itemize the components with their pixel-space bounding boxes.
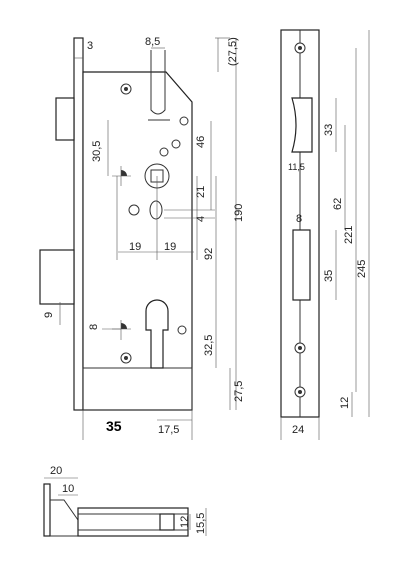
front-faceplate — [73, 37, 84, 411]
bottom-bolt — [159, 513, 175, 531]
side-view: 33 11,5 8 62 35 221 245 12 24 — [280, 29, 370, 440]
dim-top-offset: (27,5) — [227, 37, 239, 66]
dim-inner-width: 10 — [62, 483, 74, 495]
cylinder-center-mark — [121, 323, 127, 329]
bottom-left-screw-center — [124, 356, 128, 360]
bottom-latch-shape — [50, 499, 79, 537]
dim-right-margin: 17,5 — [158, 424, 179, 436]
dim-screw-span: 221 — [343, 226, 355, 244]
dim-bolt-width: 8 — [296, 213, 302, 225]
dead-bolt — [39, 249, 75, 305]
dim-latch-height: 33 — [323, 124, 335, 136]
cylinder-profile — [145, 299, 169, 369]
dim-backset-label: 35 — [106, 418, 122, 434]
dim-spindle-to-bolt: 21 — [195, 186, 207, 198]
top-left-screw-center — [124, 87, 128, 91]
dim-bottom-offset: 27,5 — [233, 381, 245, 402]
bolt-hole-center — [149, 200, 163, 220]
dim-bottom-screw: 12 — [339, 397, 351, 409]
dim-slot-width: 8,5 — [145, 36, 160, 48]
dim-bolt-thickness: 12 — [179, 516, 191, 528]
dim-faceplate-width: 24 — [292, 424, 304, 436]
dim-bottom-side: 9 — [43, 312, 55, 318]
bottom-right-screw — [177, 325, 187, 335]
dim-center-distance: 92 — [203, 248, 215, 260]
dim-latch-to-spindle: 30,5 — [91, 141, 103, 162]
bottom-faceplate — [43, 483, 51, 537]
lock-body-bottom-box — [82, 367, 193, 411]
dim-outer-width: 20 — [50, 465, 62, 477]
dim-cylinder-to-screw: 32,5 — [203, 335, 215, 356]
mid-screw — [171, 139, 181, 149]
dim-case-thickness: 15,5 — [195, 513, 207, 534]
dim-latch-to-bolt: 62 — [332, 198, 344, 210]
dim-bolt-gap: 4 — [195, 216, 207, 222]
bottom-view: 20 10 12 15,5 — [43, 465, 207, 537]
top-slot — [150, 50, 166, 115]
dim-latch-inset: 11,5 — [288, 162, 305, 172]
bolt-hole-left — [128, 204, 140, 216]
spindle-center-mark — [121, 170, 127, 176]
front-view: 3 8,5 (27,5) 30,5 46 21 4 19 19 190 92 9… — [39, 36, 245, 440]
dim-total-height: 190 — [233, 204, 245, 222]
dim-faceplate-length: 245 — [356, 260, 368, 278]
side-bolt — [292, 229, 311, 301]
dim-spindle-to-top-screw: 46 — [195, 136, 207, 148]
dim-cylinder-offset: 8 — [88, 324, 100, 330]
dim-half-width-right: 19 — [164, 241, 176, 253]
follower-small-hole — [159, 147, 169, 157]
dim-half-width-left: 19 — [129, 241, 141, 253]
dim-bolt-height: 35 — [323, 270, 335, 282]
side-latch — [291, 97, 313, 153]
dim-faceplate-offset: 3 — [87, 40, 93, 52]
latch-bolt — [55, 97, 75, 141]
top-right-screw — [179, 116, 189, 126]
